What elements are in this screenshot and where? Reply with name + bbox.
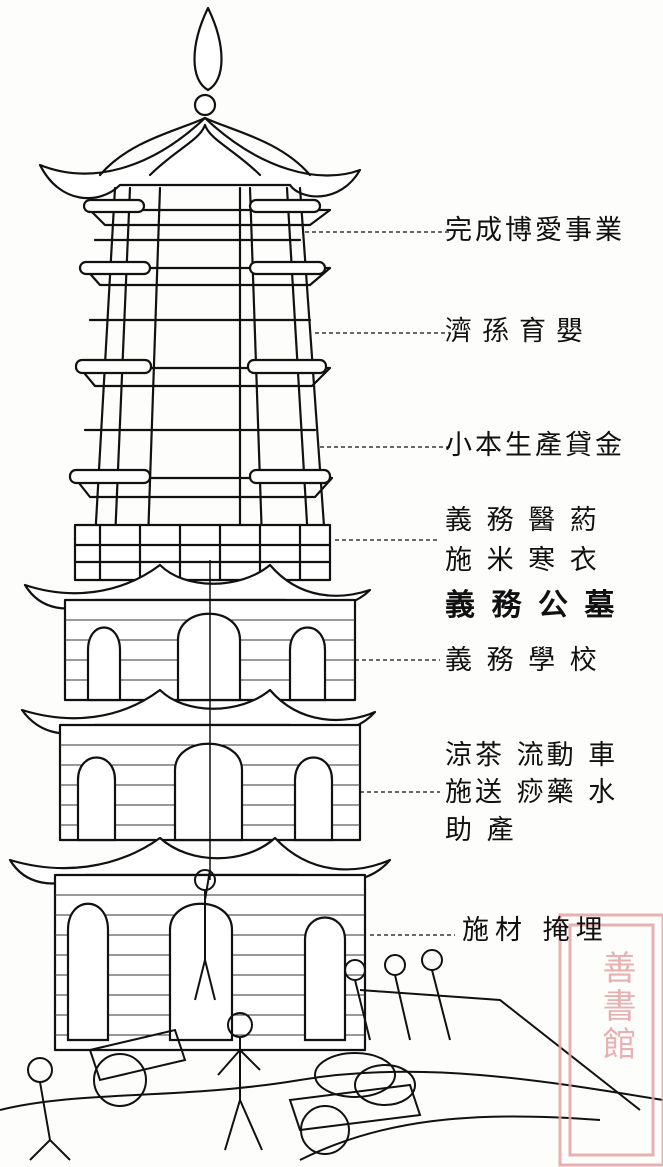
label-rice-clothes: 施 米 寒 衣: [445, 545, 600, 576]
label-school: 義 務 學 校: [445, 645, 600, 676]
label-philanthropy: 完成博愛事業: [445, 215, 625, 246]
label-medicine: 義 務 醫 葯: [445, 505, 600, 536]
arched-windows: [66, 612, 347, 1042]
finial-ball: [193, 93, 217, 117]
scaffold-tiers: [73, 208, 334, 499]
label-midwifery: 助 產: [445, 815, 517, 846]
label-medicine-water: 施送 痧藥 水: [445, 777, 619, 808]
seal-stamp: [558, 913, 663, 1167]
label-cemetery: 義 務 公 墓: [445, 588, 618, 623]
label-burial: 施材 掩埋: [462, 915, 609, 946]
seal-text: 善書館: [596, 950, 636, 1064]
label-small-loans: 小本生產貸金: [445, 430, 625, 461]
scaffold-logs: [68, 198, 332, 485]
partial-wall: [73, 523, 332, 582]
top-roof: [38, 116, 362, 200]
workers-scene: [0, 869, 663, 1161]
finial-spire: [193, 6, 223, 92]
label-orphan-care: 濟孫育嬰: [445, 316, 593, 347]
leader-lines: [305, 231, 455, 936]
label-tea-ambulance: 涼茶 流動 車: [445, 740, 619, 771]
